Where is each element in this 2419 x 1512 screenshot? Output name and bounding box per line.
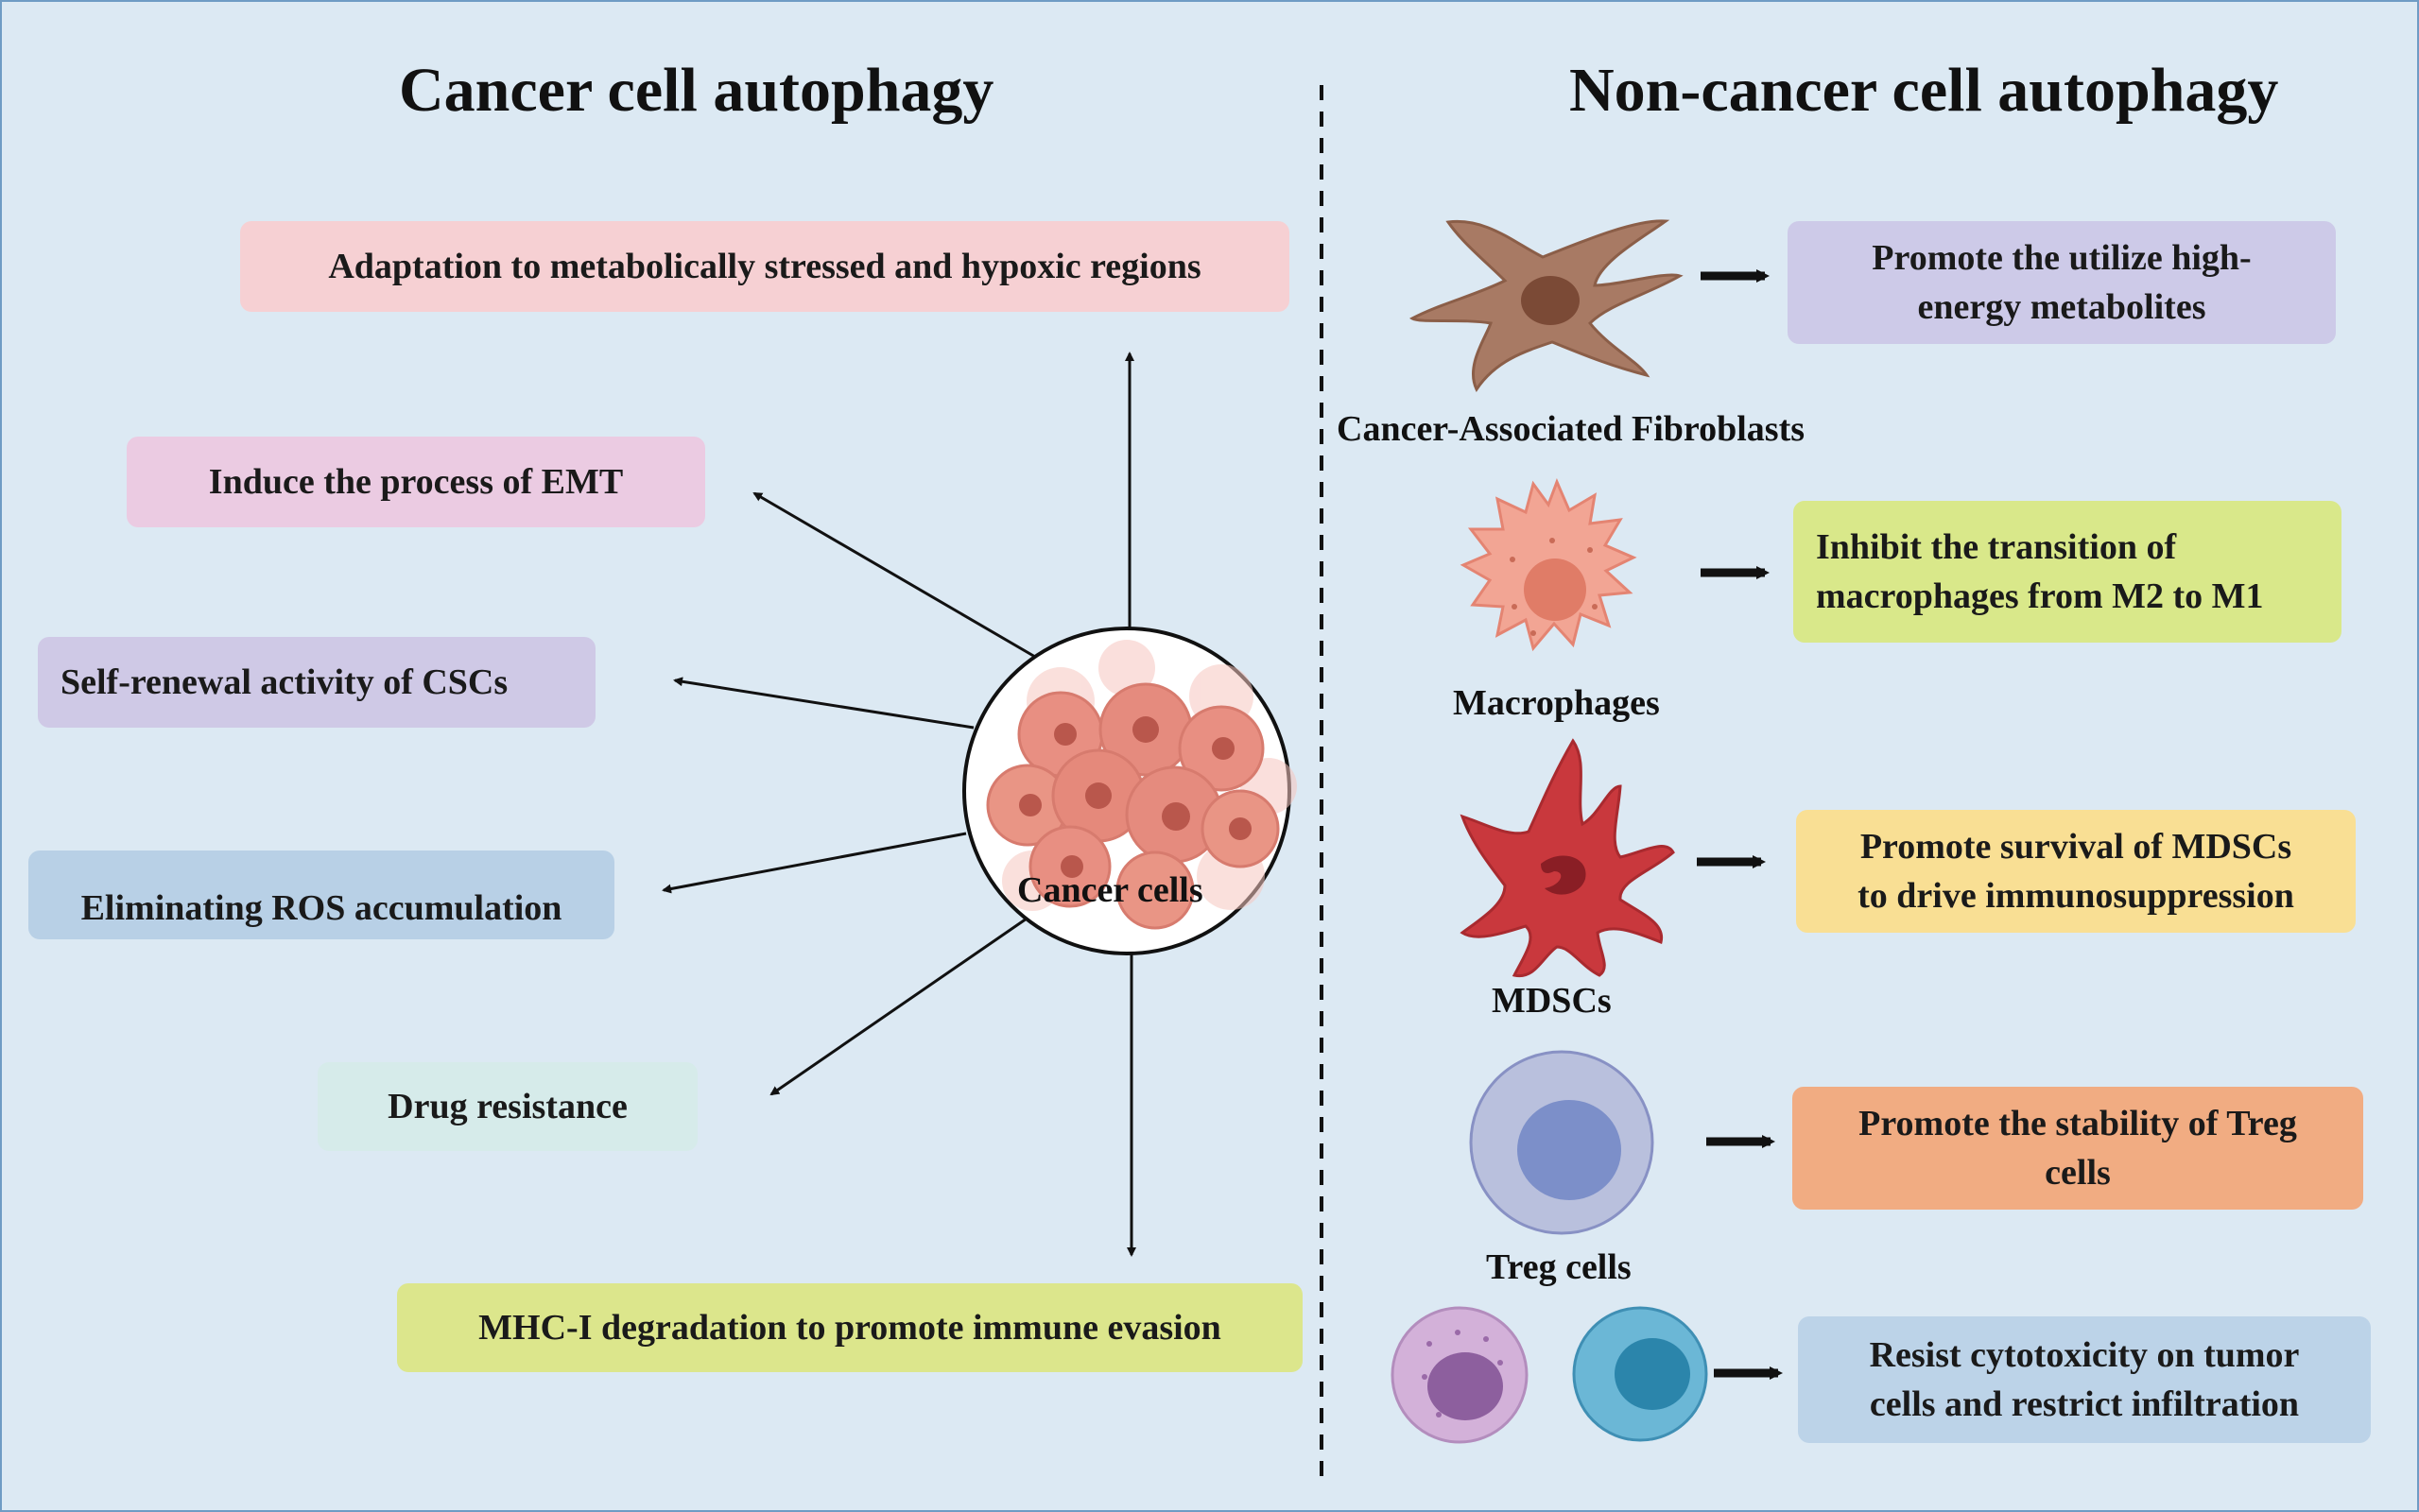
effect-line-1: Promote the utilize high- [1872,238,2252,278]
effect-line-2: energy metabolites [1917,287,2206,327]
right-panel-title: Non-cancer cell autophagy [1569,56,2279,125]
lymphocyte-pair-icon [1391,1306,1708,1444]
mdsc-icon [1460,738,1675,978]
bold-arrows [1697,269,1783,1380]
cancer-cells-icon [962,627,1297,955]
cell-label-mdscs: MDSCs [1492,981,1612,1021]
effect-line-2: cells [2045,1153,2111,1193]
granular-lymphocyte-icon [1391,1306,1529,1444]
arrow-to-emt [752,491,1036,659]
effect-text: MHC-I degradation to promote immune evas… [478,1308,1221,1348]
arrow-to-ros [662,832,967,894]
effect-line-1: Promote survival of MDSCs [1859,827,2292,867]
cell-label-macrophages: Macrophages [1453,683,1660,723]
arrow-to-csc [673,677,975,730]
blue-lymphocyte-icon [1572,1306,1708,1442]
fibroblast-icon [1409,219,1684,393]
effect-box-adaptation: Adaptation to metabolically stressed and… [240,221,1289,312]
effect-box-emt: Induce the process of EMT [127,437,705,527]
left-panel-title: Cancer cell autophagy [399,56,994,125]
effect-box-fibroblast: Promote the utilize high-energy metaboli… [1788,221,2336,344]
effect-box-mdsc: Promote survival of MDSCs to drive immuno… [1796,810,2356,933]
effect-line-2: to drive immunosuppression [1857,876,2294,916]
effect-text: Eliminating ROS accumulation [80,888,562,928]
effect-box-drug-resistance: Drug resistance [318,1062,698,1151]
effect-text: Induce the process of EMT [208,462,624,502]
arrow-to-drug [769,915,1030,1096]
effect-box-csc: Self-renewal activity of CSCs [38,637,596,728]
thin-arrows [662,352,1136,1257]
cell-label-fibroblasts: Cancer-Associated Fibroblasts [1337,409,1806,449]
effect-box-macrophage: Inhibit the transition of macrophages fro… [1793,501,2341,643]
effect-text: Self-renewal activity of CSCs [60,662,509,702]
effect-text: Drug resistance [388,1087,628,1126]
effect-box-mhc: MHC-I degradation to promote immune evas… [397,1283,1303,1372]
effect-line-2: macrophages from M2 to M1 [1816,576,2264,616]
cell-label-treg: Treg cells [1486,1247,1632,1287]
cancer-cells-label: Cancer cells [1017,870,1203,910]
effect-box-ros: Eliminating ROS accumulation [28,850,614,939]
effect-line-2: cells and restrict infiltration [1869,1384,2300,1424]
effect-text: Adaptation to metabolically stressed and… [328,247,1201,286]
macrophage-icon [1460,477,1637,652]
effect-line-1: Inhibit the transition of [1816,527,2177,567]
treg-cell-icon [1469,1050,1654,1235]
effect-box-lymphocytes: Resist cytotoxicity on tumor cells and re… [1798,1316,2371,1443]
effect-box-treg: Promote the stability of Treg cells [1792,1087,2363,1210]
effect-line-1: Resist cytotoxicity on tumor [1869,1335,2300,1375]
effect-line-1: Promote the stability of Treg [1858,1104,2297,1143]
